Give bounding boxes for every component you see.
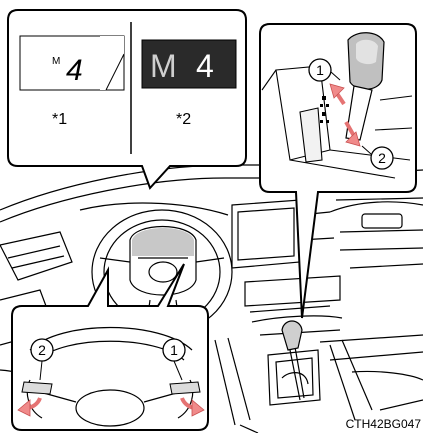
shift-down-marker-label: 2 xyxy=(378,150,386,166)
display-ref-1: *1 xyxy=(52,111,67,128)
segment-gear-digit: 4 xyxy=(66,54,83,87)
left-paddle xyxy=(22,382,52,394)
shift-up-marker-label: 1 xyxy=(316,62,324,78)
shift-lever-callout-box xyxy=(260,24,416,318)
figure-code: CTH42BG047 xyxy=(346,417,421,431)
shift-lever-callout: 1 2 xyxy=(260,24,416,318)
left-paddle-marker-label: 2 xyxy=(38,342,46,358)
right-paddle-marker-label: 1 xyxy=(170,342,178,358)
segment-mode-letter: M xyxy=(52,56,60,67)
shift-knob-highlight xyxy=(356,40,378,64)
right-paddle xyxy=(170,382,200,394)
display-callout: M 4 *1 M 4 *2 xyxy=(8,10,246,188)
lcd-gear-digit: 4 xyxy=(196,48,214,84)
display-ref-2: *2 xyxy=(176,111,191,128)
paddle-callout: 2 1 xyxy=(12,264,208,430)
steering-hub-shading xyxy=(132,228,194,256)
lcd-mode-letter: M xyxy=(150,48,177,84)
